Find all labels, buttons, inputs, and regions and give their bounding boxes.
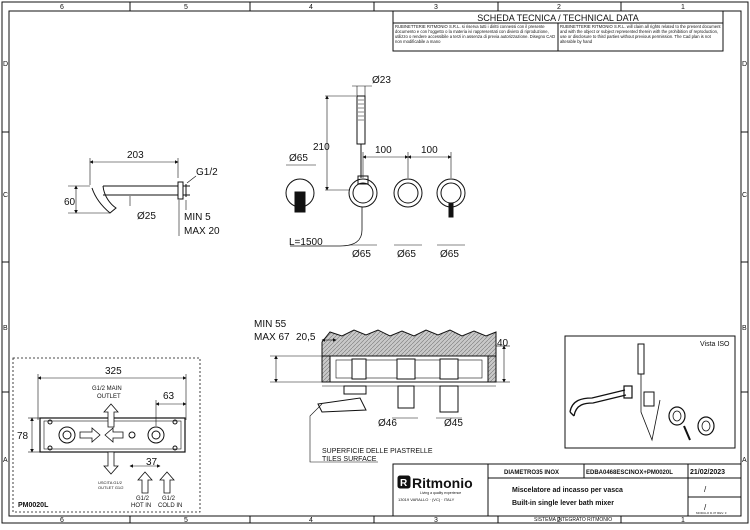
cold-thread-label: G1/2: [162, 496, 176, 502]
brand-logo-mark: R: [400, 478, 408, 489]
grid-row-c-right: C: [742, 192, 747, 199]
grid-row-a: A: [3, 457, 8, 464]
grid-col-2: 2: [557, 4, 561, 11]
grid-row-b: B: [3, 325, 8, 332]
brand-address: 13019 VARALLO · (VC) · ITALY: [398, 497, 455, 502]
hot-in-label: HOT IN: [131, 503, 151, 509]
spout-front-diameter-dim: Ø65: [289, 153, 308, 164]
notice-english: RUBINETTERIE RITMONIO S.R.L. will claim …: [560, 24, 721, 44]
spout-length-dim: 203: [127, 150, 144, 161]
brand-tagline: Living a quality experience: [420, 491, 461, 495]
description-english: Built-in single lever bath mixer: [512, 500, 614, 507]
section-max-dim: MAX 67: [254, 332, 290, 343]
spout-height-dim: 60: [64, 197, 76, 208]
tiles-surface-en: TILES SURFACE: [322, 456, 377, 463]
notice-italian: RUBINETTERIE RITMONIO S.R.L. si riserva …: [395, 24, 556, 44]
spacing-dim-2: 100: [421, 145, 438, 156]
outlet-label-it: USCITA G1/2: [98, 480, 123, 485]
grid-col-6-bottom: 6: [60, 517, 64, 524]
spacing-dim-1: 100: [375, 145, 392, 156]
section-diameter-1: Ø46: [378, 418, 397, 429]
main-outlet-label-2: OUTLET: [97, 394, 121, 400]
shower-height-dim: 210: [313, 142, 330, 153]
hot-thread-label: G1/2: [136, 496, 150, 502]
grid-col-4-bottom: 4: [309, 517, 313, 524]
knob-diameter-3: Ø65: [440, 249, 459, 260]
front-view: [285, 85, 466, 247]
section-min-dim: MIN 55: [254, 319, 287, 330]
inlet-spacing-dim: 37: [146, 457, 158, 468]
grid-col-3: 3: [434, 4, 438, 11]
model-reference: MODULO D.37 REV. 3: [696, 511, 727, 515]
grid-col-2-bottom: 2: [557, 517, 561, 524]
grid-col-5: 5: [184, 4, 188, 11]
section-depth-dim: 40: [497, 338, 509, 349]
brand-name: Ritmonio: [412, 475, 473, 491]
cold-in-label: COLD IN: [158, 503, 182, 509]
spout-min-dim: MIN 5: [184, 212, 211, 223]
grid-col-3-bottom: 3: [434, 517, 438, 524]
series-name: DIAMETRO35 INOX: [504, 470, 559, 476]
spout-side-view: [68, 158, 197, 236]
grid-col-1: 1: [681, 4, 685, 11]
issue-date: 21/02/2023: [690, 469, 725, 476]
box-height-dim: 78: [17, 431, 29, 442]
outlet-arrows: [79, 403, 175, 494]
main-outlet-label-1: G1/2 MAIN: [92, 386, 122, 392]
grid-row-b-right: B: [742, 325, 747, 332]
grid-row-d-right: D: [742, 61, 747, 68]
iso-view-label: Vista ISO: [700, 341, 730, 348]
grid-col-4: 4: [309, 4, 313, 11]
section-view: [270, 329, 510, 463]
grid-row-d: D: [3, 61, 8, 68]
spout-diameter-dim: Ø25: [137, 211, 156, 222]
box-width-dim: 325: [105, 366, 122, 377]
sheet-title: SCHEDA TECNICA / TECHNICAL DATA: [477, 13, 639, 23]
grid-col-5-bottom: 5: [184, 517, 188, 524]
system-label: SISTEMA INTEGRATO RITMONIO: [534, 517, 612, 523]
shower-diameter-dim: Ø23: [372, 75, 391, 86]
grid-row-a-right: A: [742, 457, 747, 464]
box-code: PM0020L: [18, 502, 49, 509]
revision-slash-2: /: [704, 503, 707, 512]
product-code: EDBA0468ESCINOX+PM0020L: [586, 470, 673, 476]
grid-rows: D C B A D C B A: [2, 61, 748, 464]
knob-diameter-1: Ø65: [352, 249, 371, 260]
description-italian: Miscelatore ad incasso per vasca: [512, 487, 623, 494]
section-offset-dim: 20,5: [296, 332, 316, 343]
header-block: SCHEDA TECNICA / TECHNICAL DATA RUBINETT…: [392, 10, 724, 52]
box-offset-dim: 63: [163, 391, 175, 402]
grid-row-c: C: [3, 192, 8, 199]
section-diameter-2: Ø45: [444, 418, 463, 429]
spout-thread-dim: G1/2: [196, 167, 218, 178]
spout-max-dim: MAX 20: [184, 226, 220, 237]
outlet-label-en: OUTLET G1/2: [98, 485, 124, 490]
iso-view: [564, 335, 736, 449]
revision-slash-1: /: [704, 485, 707, 494]
hose-length-dim: L=1500: [289, 237, 323, 248]
title-block: [392, 463, 742, 517]
grid-col-1-bottom: 1: [681, 517, 685, 524]
knob-diameter-2: Ø65: [397, 249, 416, 260]
tiles-surface-it: SUPERFICIE DELLE PIASTRELLE: [322, 448, 433, 455]
grid-columns-top: 6 5 4 3 2 1: [60, 2, 685, 11]
grid-col-6: 6: [60, 4, 64, 11]
grid-columns-bottom: 6 5 4 3 2 1: [60, 516, 685, 524]
